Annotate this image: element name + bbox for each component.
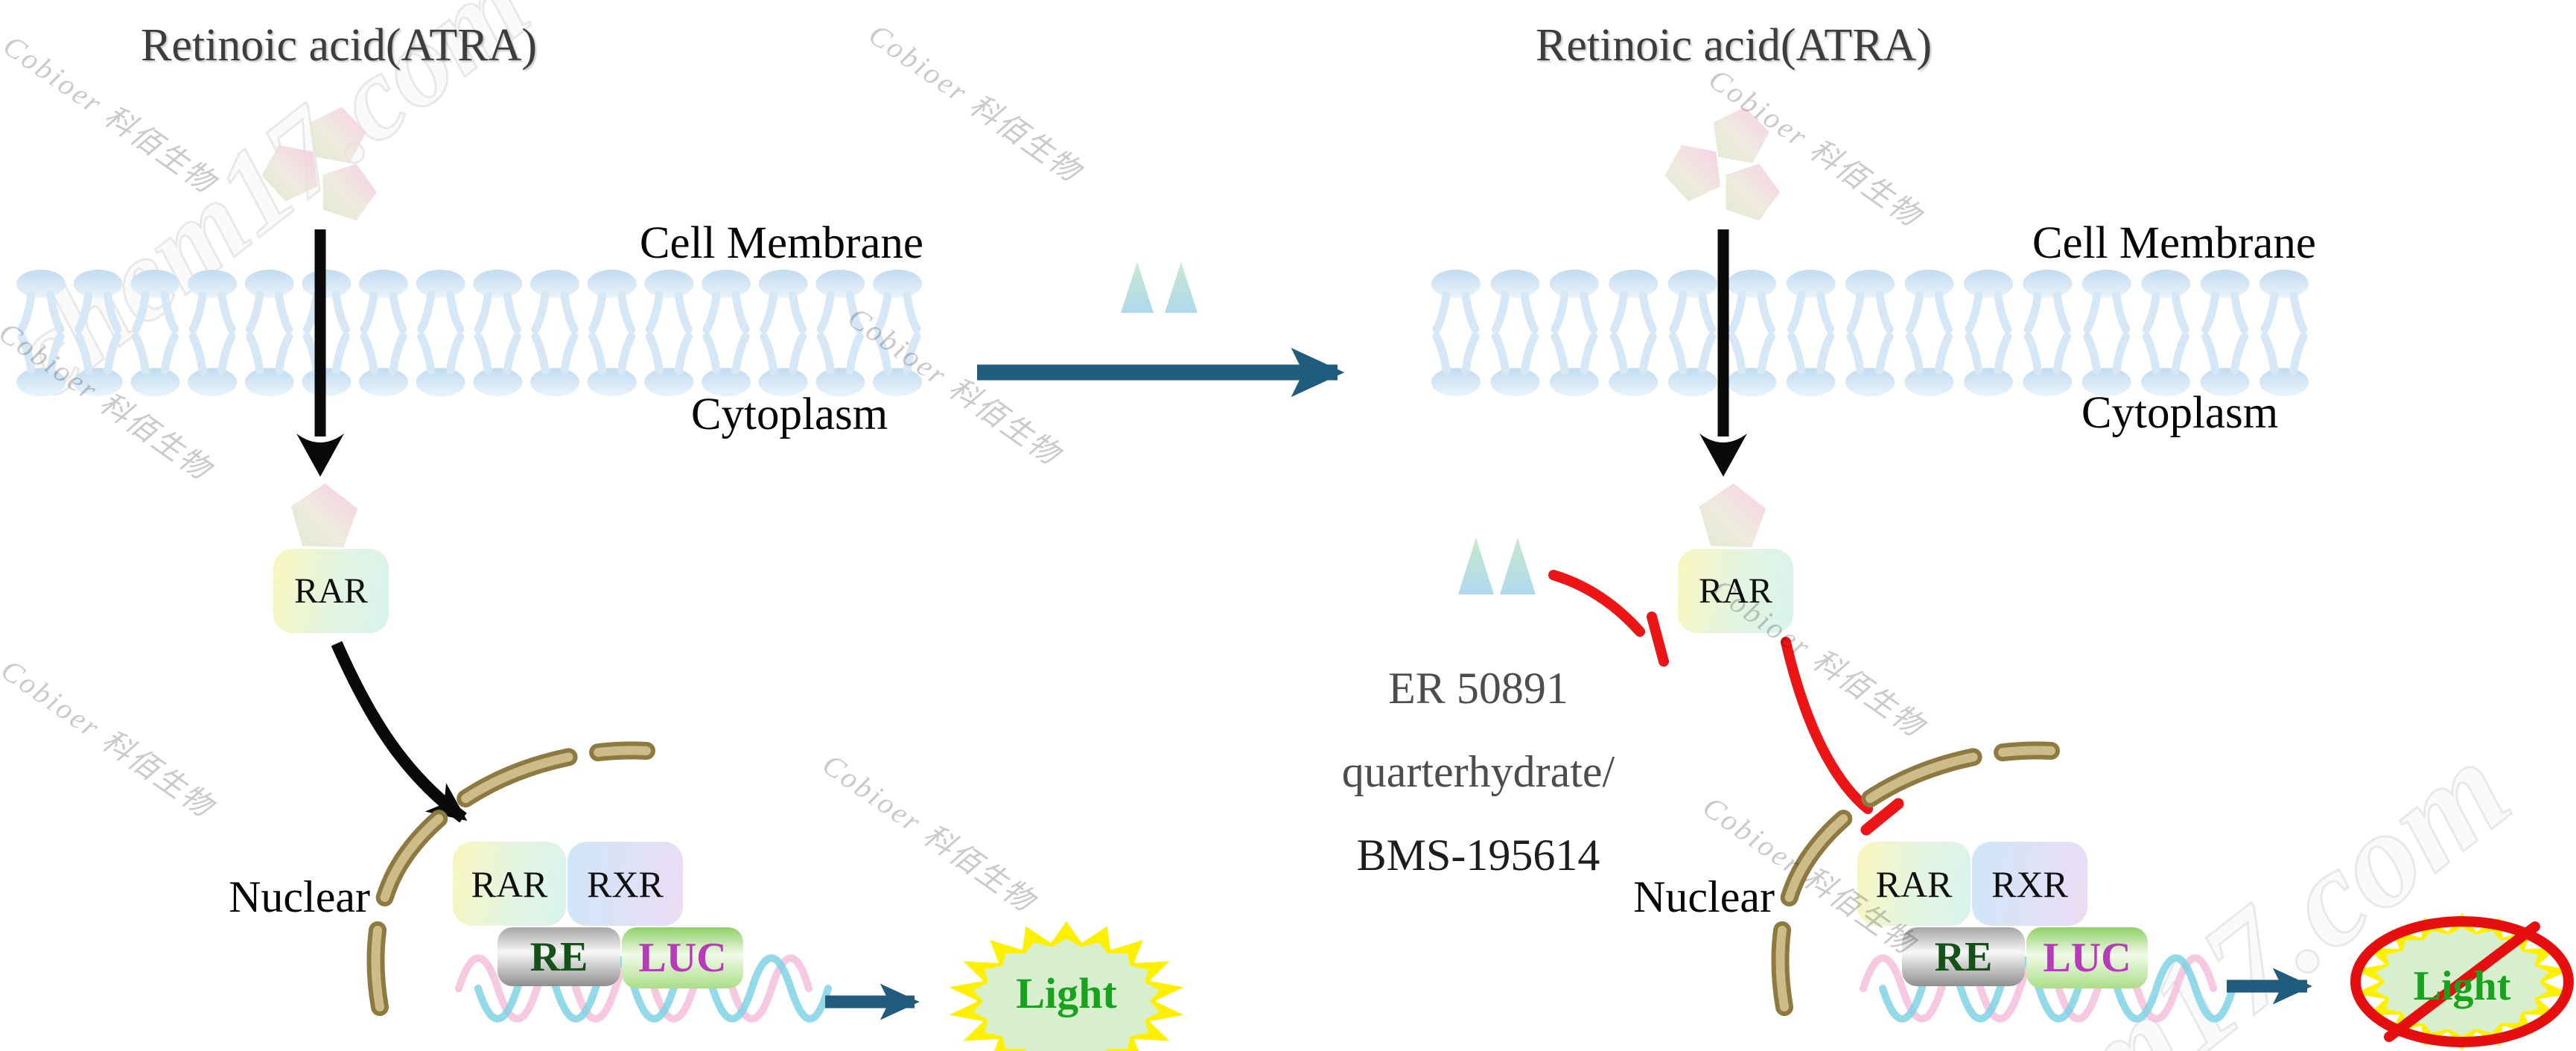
atra-pentagon-icon xyxy=(261,107,1780,547)
nuclear-label-left: Nuclear xyxy=(229,872,370,921)
light-burst-icon xyxy=(949,913,2571,1051)
complex-rxr-right: RXR xyxy=(1972,842,2087,926)
inhibition-tbar-icon xyxy=(1548,570,1904,836)
ligand-title-right: Retinoic acid(ATRA) xyxy=(1535,20,1933,71)
nuclear-label-right: Nuclear xyxy=(1633,872,1775,921)
luciferase-reporter-right: LUC xyxy=(2026,927,2148,988)
rar-receptor-left: RAR xyxy=(273,549,389,633)
ligand-title-left: Retinoic acid(ATRA) xyxy=(140,20,538,71)
luciferase-reporter-left: LUC xyxy=(622,927,743,988)
inhibitor-triangle-icon xyxy=(1121,262,1536,594)
response-element-left: RE xyxy=(497,927,620,986)
cell-membrane-label-right: Cell Membrane xyxy=(2032,218,2316,268)
inhibitor-name-line2: quarterhydrate/ xyxy=(1341,747,1615,796)
complex-rar-right: RAR xyxy=(1857,842,1971,926)
complex-rxr-left: RXR xyxy=(567,842,683,926)
complex-rar-left: RAR xyxy=(453,842,566,926)
inhibitor-name: ER 50891 quarterhydrate/ BMS-195614 xyxy=(1318,647,1638,897)
inhibitor-name-line3: BMS-195614 xyxy=(1356,831,1600,880)
inhibitor-name-line1: ER 50891 xyxy=(1388,664,1568,713)
lipid-bilayer-icon xyxy=(16,270,2309,396)
result-arrow-icon xyxy=(825,968,2312,1020)
light-label-left: Light xyxy=(1016,969,1117,1017)
response-element-right: RE xyxy=(1902,927,2025,986)
cell-membrane-label-left: Cell Membrane xyxy=(639,218,923,268)
light-label-right: Light xyxy=(2413,963,2511,1009)
nuclear-envelope-arc-icon xyxy=(366,741,2060,1016)
down-arrow-icon xyxy=(296,229,1747,477)
cytoplasm-label-left: Cytoplasm xyxy=(690,390,888,439)
prohibition-icon xyxy=(2350,916,2574,1047)
cytoplasm-label-right: Cytoplasm xyxy=(2081,388,2279,438)
rar-receptor-right: RAR xyxy=(1678,549,1793,633)
curved-arrow-icon xyxy=(331,641,468,823)
